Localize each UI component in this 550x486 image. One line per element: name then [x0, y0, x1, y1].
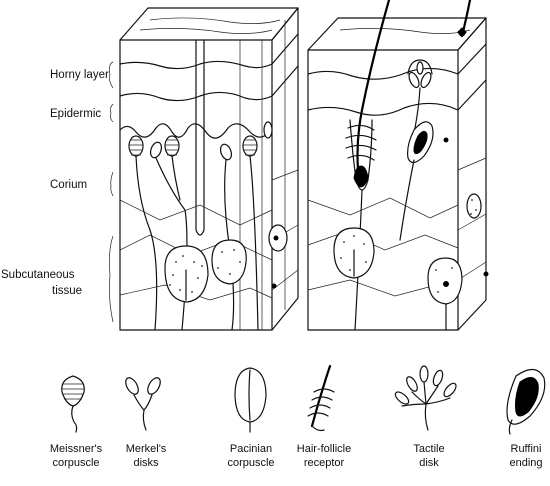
pacinian-corpuscle-icon — [235, 368, 266, 432]
left-skin-block — [120, 8, 298, 330]
caption-merkel-line2: disks — [133, 457, 159, 469]
meissner-corpuscle-icon — [62, 376, 85, 432]
label-horny-layer: Horny layer — [50, 69, 109, 81]
caption-tactile-line1: Tactile — [413, 443, 444, 455]
caption-ruffini-line1: Ruffini — [511, 443, 542, 455]
caption-tactile-line2: disk — [419, 457, 439, 469]
label-subcutaneous: Subcutaneous — [1, 269, 75, 281]
layer-labels: Horny layer Epidermic Corium Subcutaneou… — [1, 69, 109, 297]
layer-brackets — [109, 62, 113, 322]
label-corium: Corium — [50, 179, 87, 191]
caption-hair-line2: receptor — [304, 457, 345, 469]
caption-ruffini-line2: ending — [509, 457, 542, 469]
label-tissue: tissue — [52, 285, 82, 297]
merkel-disks-icon — [123, 376, 163, 430]
receptor-captions: Meissner's corpuscle Merkel's disks Paci… — [50, 443, 543, 469]
caption-pacinian-line1: Pacinian — [230, 443, 272, 455]
caption-meissner-line1: Meissner's — [50, 443, 103, 455]
hair-follicle-receptor-icon — [308, 366, 334, 431]
caption-merkel-line1: Merkel's — [126, 443, 167, 455]
caption-pacinian-line2: corpuscle — [227, 457, 274, 469]
label-epidermic: Epidermic — [50, 108, 101, 120]
ruffini-ending-icon — [507, 369, 545, 434]
right-skin-block — [308, 0, 488, 330]
caption-hair-line1: Hair-follicle — [297, 443, 351, 455]
caption-meissner-line2: corpuscle — [52, 457, 99, 469]
tactile-disk-icon — [393, 366, 458, 430]
